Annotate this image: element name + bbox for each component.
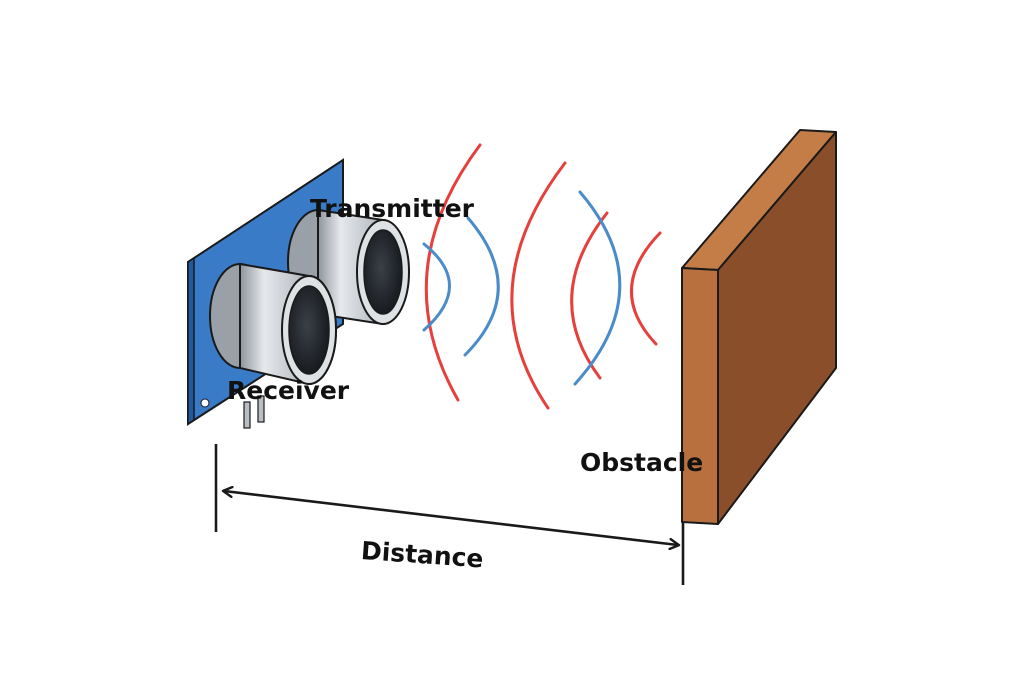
board-mounting-hole [200,398,210,408]
emitted-wave-arc [424,143,482,402]
sensor-pin [243,401,251,429]
sound-waves [422,143,662,410]
reflected-wave-arc [463,216,500,357]
receiver-membrane [288,285,330,375]
receiver-cylinder [209,262,337,386]
emitted-wave-arc [570,211,609,380]
sensor-board-edge [187,256,195,426]
ultrasonic-sensor-icon [187,158,410,429]
receiver-label: Receiver [227,376,350,405]
obstacle-front [681,267,719,525]
obstacle-label: Obstacle [580,448,704,477]
reflected-wave-arc [422,242,451,332]
emitted-wave-arc [510,161,567,410]
reflected-wave-arc [573,190,622,386]
distance-arrow [224,491,678,545]
wall-block-icon [681,129,837,525]
distance-measure [214,444,685,585]
emitted-wave-arc [630,231,662,346]
transmitter-label: Transmitter [310,194,474,223]
transmitter-membrane [363,229,403,315]
sensor-pin [257,395,265,423]
